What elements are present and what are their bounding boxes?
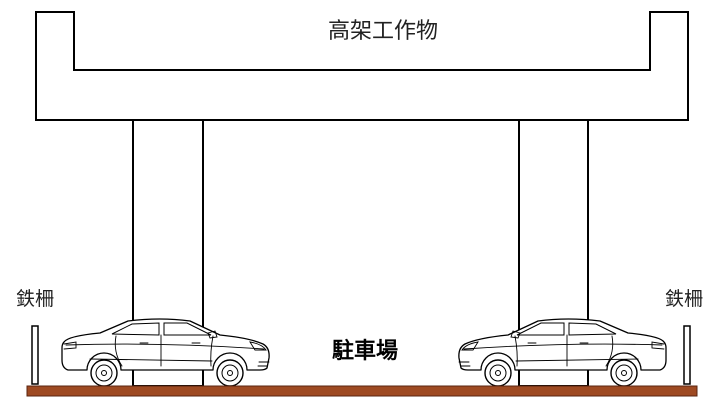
- elevated-deck: [35, 11, 689, 121]
- left-fence-label: 鉄柵: [16, 288, 54, 310]
- ground: [26, 385, 698, 397]
- structure-label: 高架工作物: [328, 19, 438, 44]
- right-fence-label: 鉄柵: [665, 288, 703, 310]
- parking-label: 駐車場: [332, 338, 398, 364]
- right-fence: [683, 325, 691, 385]
- left-fence: [31, 325, 39, 385]
